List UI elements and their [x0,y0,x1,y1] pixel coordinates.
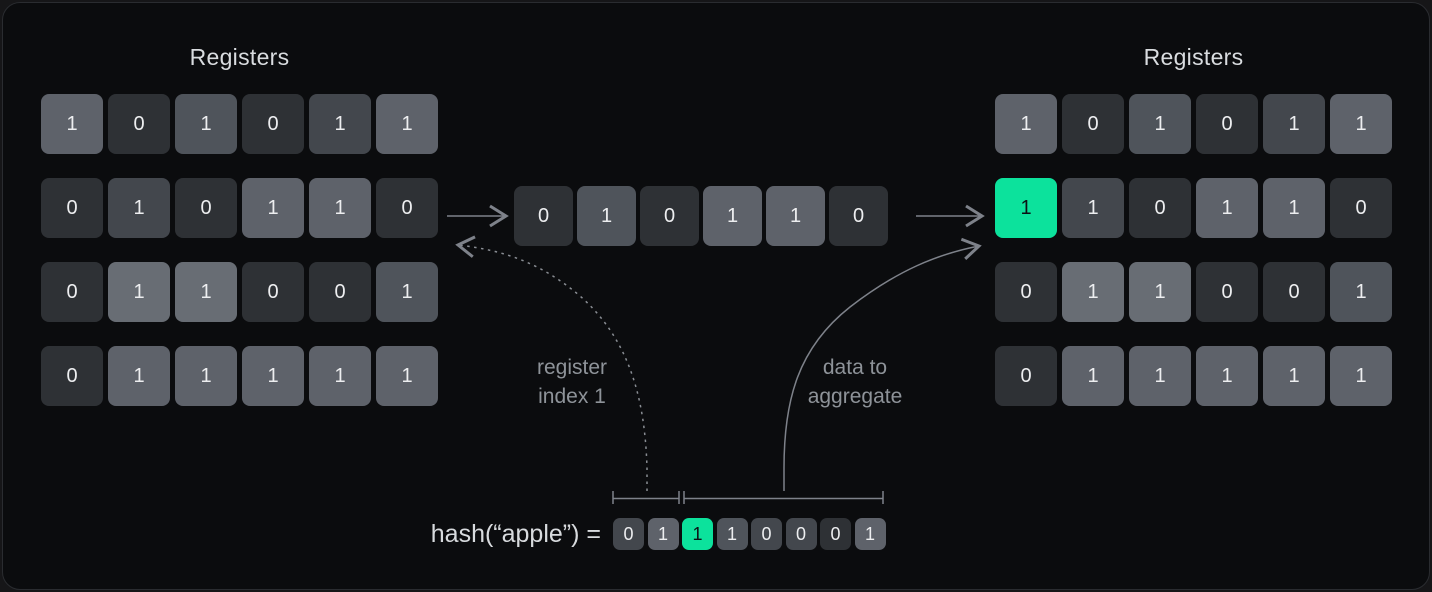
register-cell: 0 [242,262,304,322]
register-cell: 0 [108,94,170,154]
data-to-aggregate-line2: aggregate [807,385,903,408]
register-cell: 1 [108,178,170,238]
extracted-register-cell: 0 [829,186,888,246]
register-cell: 0 [1196,262,1258,322]
register-cell: 1 [1062,178,1124,238]
register-index-line1: register [536,356,608,379]
register-cell: 1 [1330,262,1392,322]
register-cell: 1 [309,346,371,406]
data-to-aggregate-label: data to aggregate [755,353,955,411]
register-cell: 1 [242,346,304,406]
register-cell: 0 [995,346,1057,406]
register-cell: 1 [1196,178,1258,238]
hash-bit-cell: 0 [613,518,644,550]
register-cell: 0 [1330,178,1392,238]
register-cell: 1 [1129,346,1191,406]
register-cell: 1 [1330,346,1392,406]
register-cell: 1 [1330,94,1392,154]
extracted-register-cell: 0 [640,186,699,246]
register-cell: 0 [41,178,103,238]
register-cell: 1 [41,94,103,154]
register-index-label: register index 1 [472,353,672,411]
register-cell: 1 [376,262,438,322]
register-cell: 0 [175,178,237,238]
register-cell: 0 [41,262,103,322]
register-cell: 1 [309,94,371,154]
extracted-register-cell: 0 [514,186,573,246]
register-cell: 1 [1263,178,1325,238]
register-cell: 1 [108,346,170,406]
register-cell: 0 [242,94,304,154]
register-cell: 0 [309,262,371,322]
extracted-register-cell: 1 [703,186,762,246]
hash-apple-label: hash(“apple”) = [430,520,601,548]
right-registers-title: Registers [1143,44,1244,70]
register-cell: 1 [1062,346,1124,406]
register-cell: 1 [995,94,1057,154]
extracted-register-cell: 1 [766,186,825,246]
register-cell: 1 [175,346,237,406]
register-cell: 1 [1062,262,1124,322]
register-cell: 0 [41,346,103,406]
register-cell: 0 [376,178,438,238]
register-index-line2: index 1 [538,385,606,408]
register-cell: 0 [1263,262,1325,322]
register-cell: 1 [108,262,170,322]
register-cell: 1 [1129,262,1191,322]
register-cell: 0 [1062,94,1124,154]
register-cell: 0 [1196,94,1258,154]
register-cell: 0 [995,262,1057,322]
hash-bit-cell: 0 [820,518,851,550]
hash-bit-cell: 1 [682,518,713,550]
register-cell: 1 [1263,94,1325,154]
hash-bit-cell: 0 [751,518,782,550]
register-cell: 1 [1196,346,1258,406]
register-cell: 1 [1263,346,1325,406]
register-cell: 1 [376,346,438,406]
extracted-register-cell: 1 [577,186,636,246]
register-cell: 1 [309,178,371,238]
data-to-aggregate-line1: data to [822,356,888,379]
register-cell: 1 [1129,94,1191,154]
hash-bit-cell: 1 [647,518,679,550]
register-cell: 1 [376,94,438,154]
register-cell: 0 [1129,178,1191,238]
left-registers-title: Registers [189,44,290,70]
hash-bit-cell: 1 [716,518,748,550]
hash-bit-cell: 1 [854,518,886,550]
register-cell: 1 [242,178,304,238]
register-cell: 1 [175,94,237,154]
register-cell: 1 [175,262,237,322]
register-cell: 1 [995,178,1057,238]
hash-bit-cell: 0 [785,518,817,550]
